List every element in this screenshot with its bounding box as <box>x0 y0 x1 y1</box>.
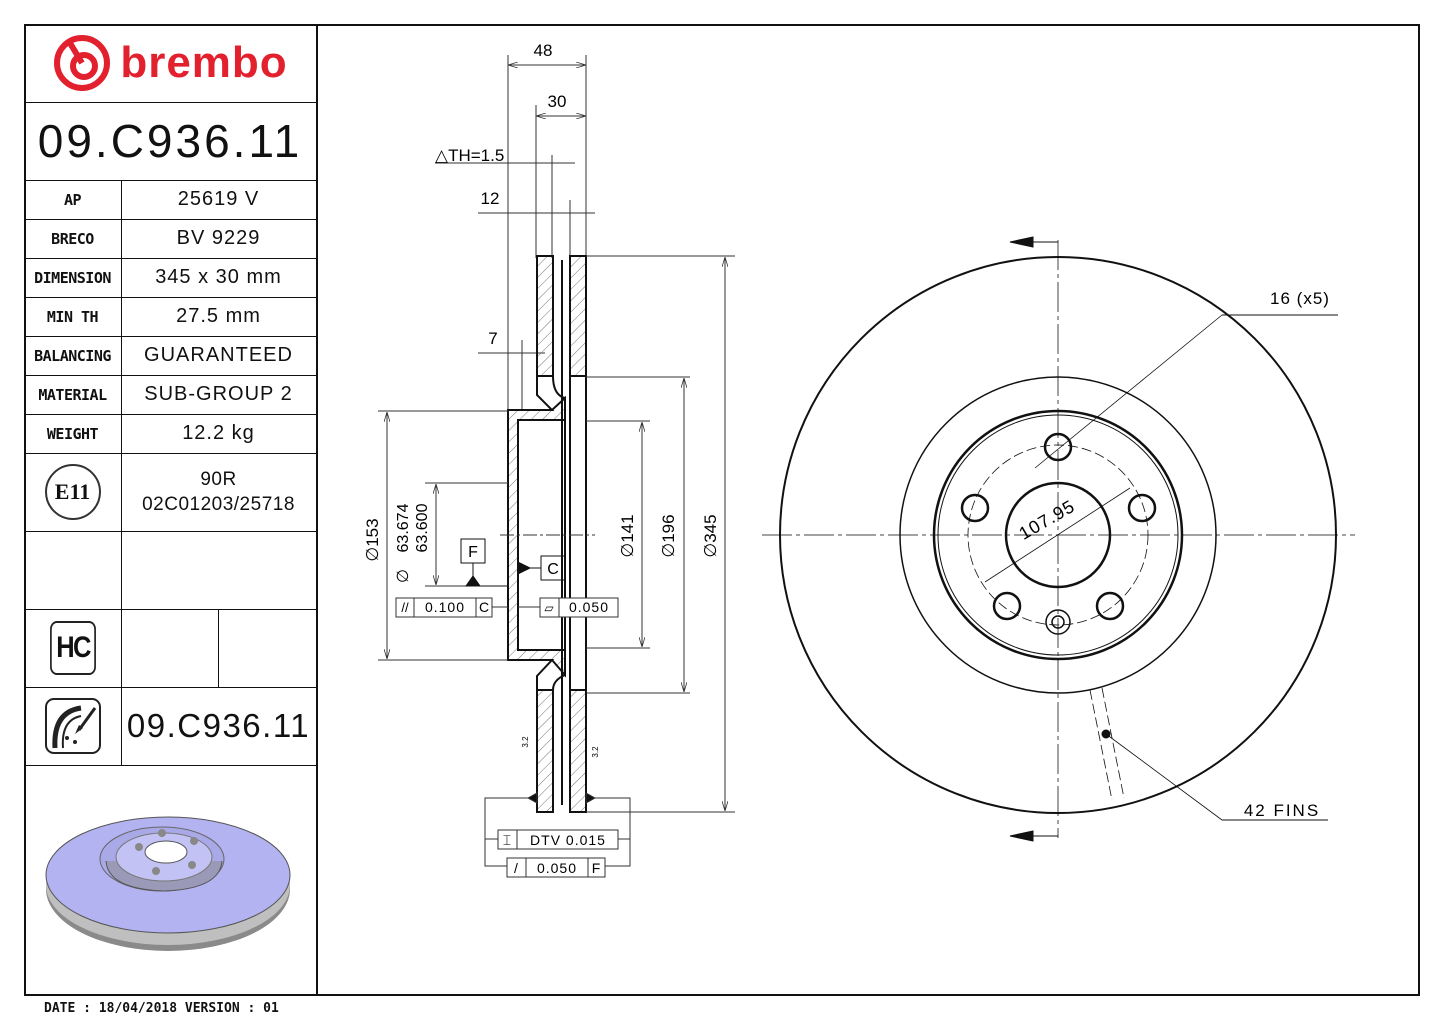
svg-text:0.050: 0.050 <box>537 860 577 876</box>
spec-label-weight: WEIGHT <box>46 424 99 443</box>
spec-label-min-th: MIN TH <box>46 307 99 326</box>
bolt-holes-label: 16 (x5) <box>1270 289 1330 308</box>
dim-d141: ∅141 <box>618 514 637 557</box>
e11-mark: E11 <box>24 453 121 531</box>
svg-text:DTV 0.015: DTV 0.015 <box>530 832 606 848</box>
approval-info: 90R 02C01203/25718 <box>121 453 316 531</box>
svg-text:0.100: 0.100 <box>425 599 465 615</box>
part-number: 09.C936.11 <box>37 115 303 167</box>
dim-d63-lower: 63.600 <box>414 503 431 552</box>
dim-12: 12 <box>481 189 500 208</box>
tolerance-flatness <box>518 597 619 618</box>
datum-c <box>517 555 566 581</box>
top-dimensions <box>435 55 595 420</box>
dim-30: 30 <box>548 92 567 111</box>
hc-badge: HC <box>24 609 121 687</box>
fins-label: 42 FINS <box>1244 801 1320 820</box>
dim-d63-symbol: ∅ <box>395 569 412 583</box>
spec-value-dimension: 345 x 30 mm <box>155 266 282 288</box>
hc-icon: HC <box>49 621 96 675</box>
dim-d345: ∅345 <box>701 514 720 557</box>
brand-logo: brembo <box>24 24 316 102</box>
spec-value-balancing: GUARANTEED <box>144 344 293 366</box>
svg-text://: // <box>401 600 409 615</box>
svg-text:/: / <box>514 860 518 876</box>
spec-label-balancing: BALANCING <box>34 346 111 365</box>
dim-d153: ∅153 <box>363 518 382 561</box>
disc-front-view <box>762 236 1355 842</box>
dim-48: 48 <box>534 41 553 60</box>
tolerance-runout <box>506 857 606 878</box>
date-version: DATE : 18/04/2018 VERSION : 01 <box>44 1001 279 1016</box>
disc-cross-section <box>507 255 587 813</box>
roughness-left: 3.2 <box>521 736 530 748</box>
svg-text:C: C <box>479 599 489 615</box>
spec-label-breco: BRECO <box>51 229 94 248</box>
drawing-frame <box>24 24 1420 996</box>
spec-label-material: MATERIAL <box>38 385 107 404</box>
spec-value-breco: BV 9229 <box>176 227 261 249</box>
svg-text:F: F <box>592 860 601 876</box>
title-block: brembo 09.C936.11 AP 25619 V BRECO BV 92… <box>24 24 318 996</box>
spec-value-material: SUB-GROUP 2 <box>144 383 293 405</box>
approval-line-2: 02C01203/25718 <box>142 494 295 515</box>
dim-d63-upper: 63.674 <box>395 503 412 552</box>
roughness-right: 3.2 <box>591 746 600 758</box>
tolerance-dtv <box>497 829 619 850</box>
e11-circle-icon: E11 <box>44 464 101 520</box>
dim-delta-th: △TH=1.5 <box>435 146 504 165</box>
spec-value-ap: 25619 V <box>177 188 260 210</box>
brembo-disc-icon <box>54 35 111 91</box>
pcd-label: 107.95 <box>1016 496 1079 544</box>
svg-text:▱: ▱ <box>544 601 554 615</box>
spec-label-ap: AP <box>63 190 82 209</box>
svg-text:⌶: ⌶ <box>503 832 511 848</box>
approval-line-1: 90R <box>200 469 237 490</box>
dim-d196: ∅196 <box>659 514 678 557</box>
spec-value-weight: 12.2 kg <box>182 422 255 444</box>
bottom-part-number: 09.C936.11 <box>126 707 311 744</box>
disc-profile-icon <box>24 687 121 765</box>
svg-text:0.050: 0.050 <box>569 599 609 615</box>
brand-name: brembo <box>120 38 288 87</box>
spec-label-dimension: DIMENSION <box>34 268 111 287</box>
dim-7: 7 <box>488 329 497 348</box>
spec-value-min-th: 27.5 mm <box>176 305 261 327</box>
datum-f <box>460 538 508 587</box>
svg-text:C: C <box>547 561 559 578</box>
disc-3d-render <box>44 789 294 964</box>
tolerance-parallel <box>395 597 508 618</box>
svg-text:F: F <box>468 544 478 561</box>
